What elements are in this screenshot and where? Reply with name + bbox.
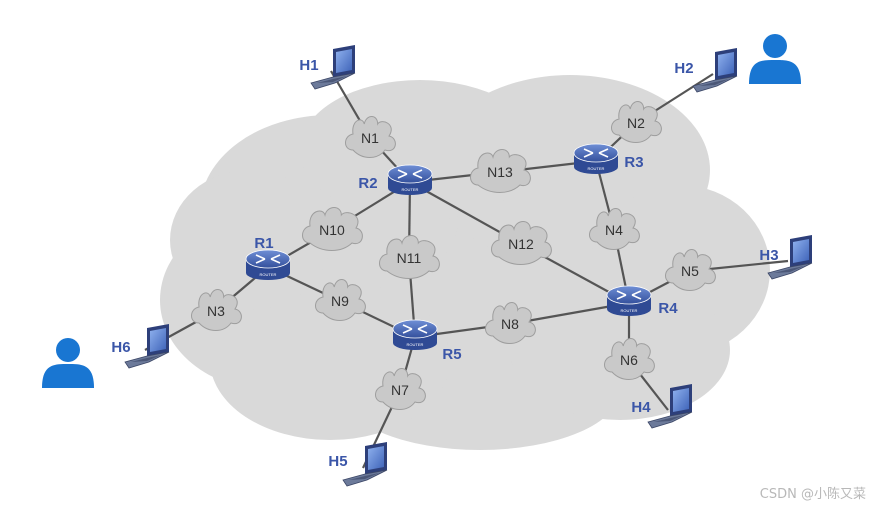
router-label: R4 — [658, 300, 678, 317]
host-h4: H4 — [631, 384, 693, 429]
router-label: R2 — [358, 175, 377, 192]
cloud-icon — [375, 368, 426, 410]
network-label: N2 — [627, 115, 645, 131]
user-icon — [42, 338, 94, 388]
cloud-icon — [589, 208, 640, 250]
router-caption: ROUTER — [260, 272, 277, 277]
cloud-icon — [345, 116, 396, 158]
internet-background-cloud — [160, 75, 770, 450]
network-n6: N6 — [604, 338, 655, 380]
host-h1: H1 — [299, 45, 356, 90]
router-icon: ROUTER — [573, 143, 619, 174]
network-n4: N4 — [589, 208, 640, 250]
network-label: N13 — [487, 164, 513, 180]
network-n12: N12 — [491, 221, 552, 265]
laptop-icon — [342, 442, 388, 487]
cloud-icon — [379, 235, 440, 279]
laptop-icon — [767, 235, 813, 280]
router-caption: ROUTER — [402, 187, 419, 192]
network-n3: N3 — [191, 289, 242, 331]
host-h5: H5 — [328, 442, 388, 487]
host-label: H2 — [674, 60, 693, 77]
host-h6: H6 — [111, 324, 170, 369]
network-label: N4 — [605, 222, 623, 238]
host-label: H3 — [759, 247, 778, 264]
network-n9: N9 — [315, 279, 366, 321]
cloud-icon — [191, 289, 242, 331]
watermark: CSDN @小陈又菜 — [759, 487, 866, 502]
network-n11: N11 — [379, 235, 440, 279]
network-label: N8 — [501, 316, 519, 332]
router-icon: ROUTER — [392, 319, 438, 350]
users-layer — [42, 34, 801, 388]
router-r2: ROUTER R2 — [358, 164, 433, 195]
cloud-icon — [611, 101, 662, 143]
host-label: H5 — [328, 453, 347, 470]
cloud-icon — [491, 221, 552, 265]
network-n2: N2 — [611, 101, 662, 143]
network-label: N3 — [207, 303, 225, 319]
network-n8: N8 — [485, 302, 536, 344]
laptop-icon — [692, 48, 738, 93]
router-label: R1 — [254, 235, 273, 252]
router-r3: ROUTER R3 — [573, 143, 644, 174]
network-n10: N10 — [302, 207, 363, 251]
network-label: N6 — [620, 352, 638, 368]
host-h2: H2 — [674, 48, 738, 93]
network-n5: N5 — [665, 249, 716, 291]
network-label: N12 — [508, 236, 534, 252]
host-label: H6 — [111, 339, 130, 356]
host-label: H4 — [631, 399, 651, 416]
router-icon: ROUTER — [606, 285, 652, 316]
cloud-icon — [665, 249, 716, 291]
network-label: N10 — [319, 222, 345, 238]
laptop-icon — [310, 45, 356, 90]
router-caption: ROUTER — [621, 308, 638, 313]
network-label: N5 — [681, 263, 699, 279]
cloud-icon — [302, 207, 363, 251]
router-r1: ROUTER R1 — [245, 235, 291, 280]
router-label: R3 — [624, 154, 643, 171]
network-label: N9 — [331, 293, 349, 309]
router-icon: ROUTER — [245, 249, 291, 280]
router-icon: ROUTER — [387, 164, 433, 195]
laptop-icon — [647, 384, 693, 429]
network-label: N1 — [361, 130, 379, 146]
network-label: N11 — [397, 250, 422, 266]
background-cloud-lobe — [170, 170, 330, 310]
router-r4: ROUTER R4 — [606, 285, 678, 317]
host-label: H1 — [299, 57, 318, 74]
user-icon — [749, 34, 801, 84]
cloud-icon — [470, 149, 531, 193]
cloud-icon — [604, 338, 655, 380]
network-n1: N1 — [345, 116, 396, 158]
network-label: N7 — [391, 382, 409, 398]
network-n7: N7 — [375, 368, 426, 410]
router-caption: ROUTER — [407, 342, 424, 347]
laptop-icon — [124, 324, 170, 369]
router-r5: ROUTER R5 — [392, 319, 462, 363]
host-h3: H3 — [759, 235, 813, 280]
router-label: R5 — [442, 346, 461, 363]
cloud-icon — [485, 302, 536, 344]
cloud-icon — [315, 279, 366, 321]
router-caption: ROUTER — [588, 166, 605, 171]
network-n13: N13 — [470, 149, 531, 193]
